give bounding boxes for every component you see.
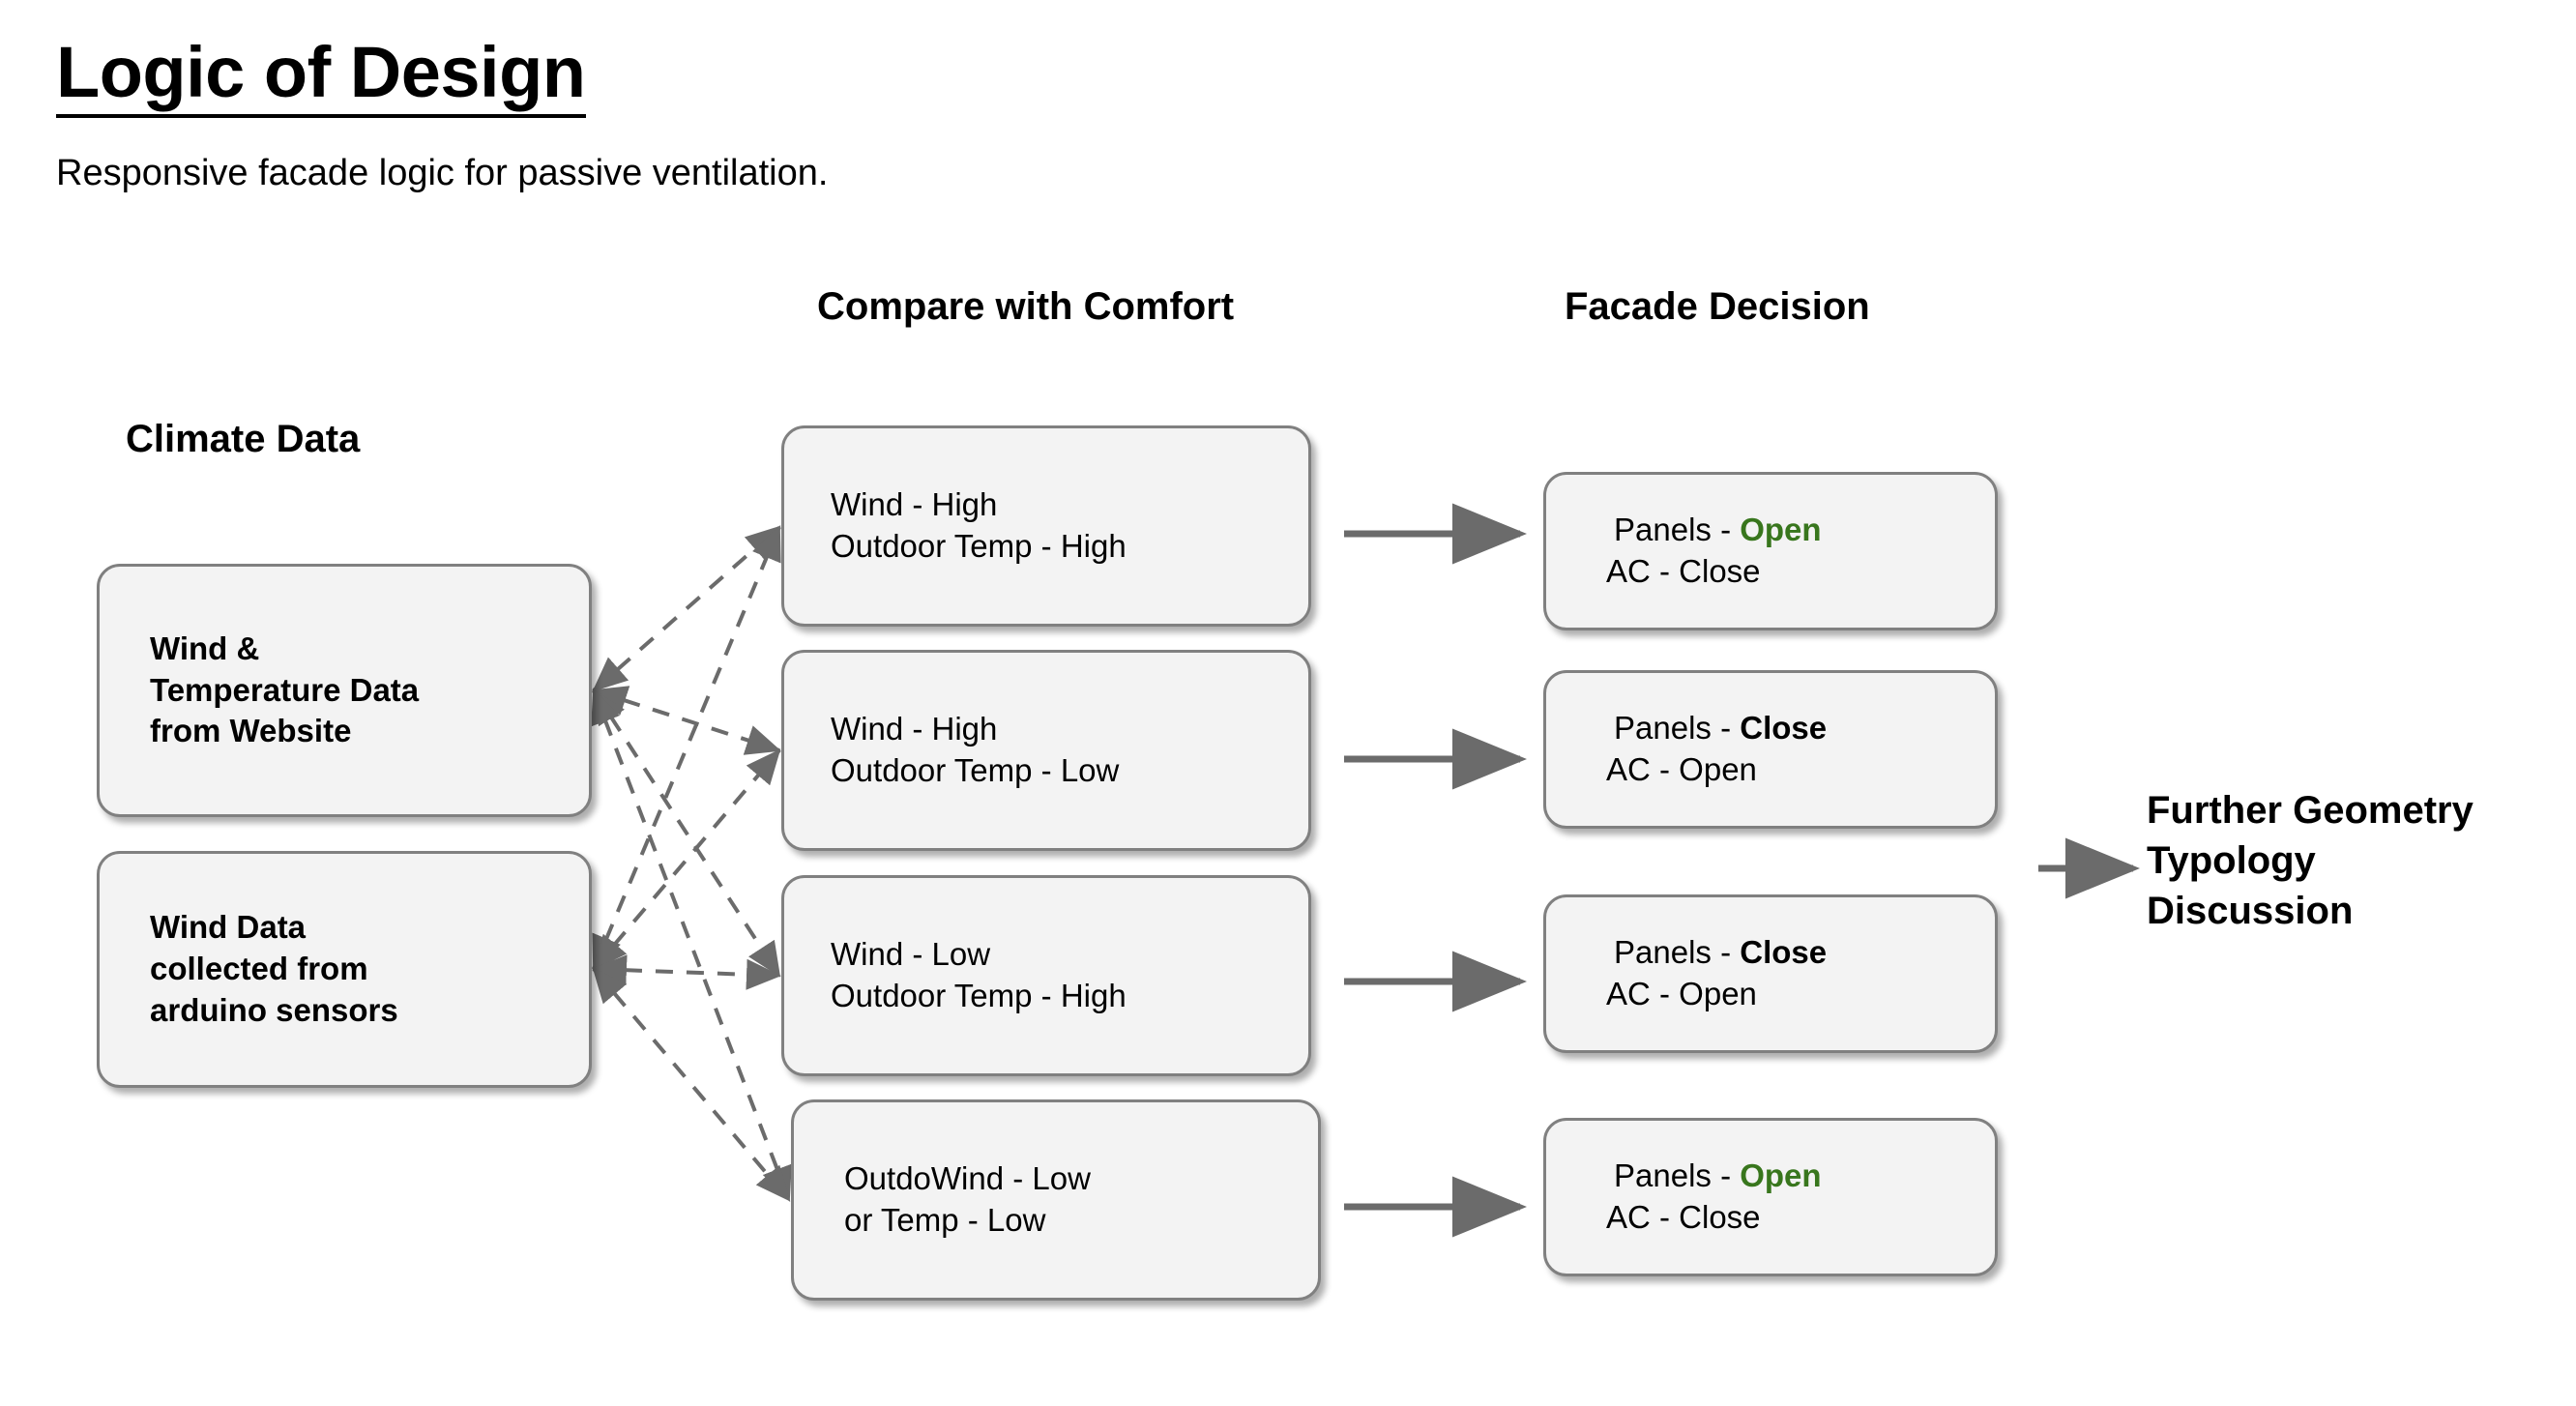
node-line: collected from [150,951,368,987]
panels-label: Panels - [1614,512,1741,548]
panels-state: Open [1740,1157,1822,1194]
dashed-link-c2-to-m3 [592,954,781,990]
dashed-link-c1-to-m4 [591,688,792,1202]
node-compare-3[interactable]: Wind - Low Outdoor Temp - High [781,875,1311,1076]
node-line: Wind Data [150,909,307,946]
node-decision-4[interactable]: Panels - Open AC - Close [1543,1118,1998,1276]
page-subtitle: Responsive facade logic for passive vent… [56,153,829,193]
node-decision-2[interactable]: Panels - Close AC - Open [1543,670,1998,829]
node-line-ac: AC - Open [1606,976,1757,1011]
node-compare-4[interactable]: OutdoWind - Low or Temp - Low [791,1099,1321,1301]
panels-label: Panels - [1614,1157,1741,1194]
panels-label: Panels - [1614,710,1741,747]
node-climate-arduino[interactable]: Wind Data collected from arduino sensors [97,851,592,1088]
final-line-2: Typology [2147,839,2316,882]
dashed-link-c1-to-m2 [592,686,781,755]
dashed-link-c2-to-m4 [592,967,791,1202]
node-climate-website[interactable]: Wind & Temperature Data from Website [97,564,592,817]
final-outcome-text: Further Geometry Typology Discussion [2147,785,2474,936]
node-line: Outdoor Temp - Low [831,752,1120,788]
node-line: arduino sensors [150,991,398,1028]
node-line-panels: Panels - Open [1606,510,1995,551]
dashed-link-c1-to-m3 [592,688,781,978]
node-line: from Website [150,713,352,749]
column-heading-facade-decision: Facade Decision [1565,285,1870,328]
panels-state: Close [1740,710,1828,747]
node-line: or Temp - Low [844,1202,1046,1238]
final-line-1: Further Geometry [2147,789,2474,832]
node-line: OutdoWind - Low [844,1160,1091,1197]
node-line: Temperature Data [150,671,420,708]
column-heading-compare-comfort: Compare with Comfort [817,285,1235,328]
node-line-panels: Panels - Close [1606,708,1995,749]
node-line-ac: AC - Close [1606,1199,1761,1235]
node-line: Outdoor Temp - High [831,528,1127,564]
solid-arrow-group [1344,503,2140,1238]
node-compare-1[interactable]: Wind - High Outdoor Temp - High [781,425,1311,627]
node-line-panels: Panels - Close [1606,932,1995,974]
node-line-ac: AC - Open [1606,751,1757,787]
node-line: Wind - High [831,711,998,747]
panels-state: Close [1740,934,1828,971]
node-line: Outdoor Temp - High [831,978,1127,1013]
final-line-3: Discussion [2147,890,2354,932]
panels-state: Open [1740,512,1822,548]
page-title: Logic of Design [56,37,586,118]
node-line: Wind - Low [831,936,991,973]
dashed-link-c2-to-m2 [592,748,781,971]
node-line-panels: Panels - Open [1606,1156,1995,1197]
page-title-text: Logic of Design [56,32,586,112]
column-heading-climate-data: Climate Data [126,418,361,460]
dashed-link-c2-to-m1 [592,525,781,971]
dashed-link-c1-to-m1 [592,525,781,692]
dashed-connector-group [591,525,792,1202]
panels-label: Panels - [1614,934,1741,971]
title-underline-rule [56,114,586,118]
node-line-ac: AC - Close [1606,553,1761,589]
node-line: Wind - High [831,486,998,523]
node-decision-3[interactable]: Panels - Close AC - Open [1543,894,1998,1053]
node-line: Wind & [150,630,260,666]
node-compare-2[interactable]: Wind - High Outdoor Temp - Low [781,650,1311,851]
node-decision-1[interactable]: Panels - Open AC - Close [1543,472,1998,630]
